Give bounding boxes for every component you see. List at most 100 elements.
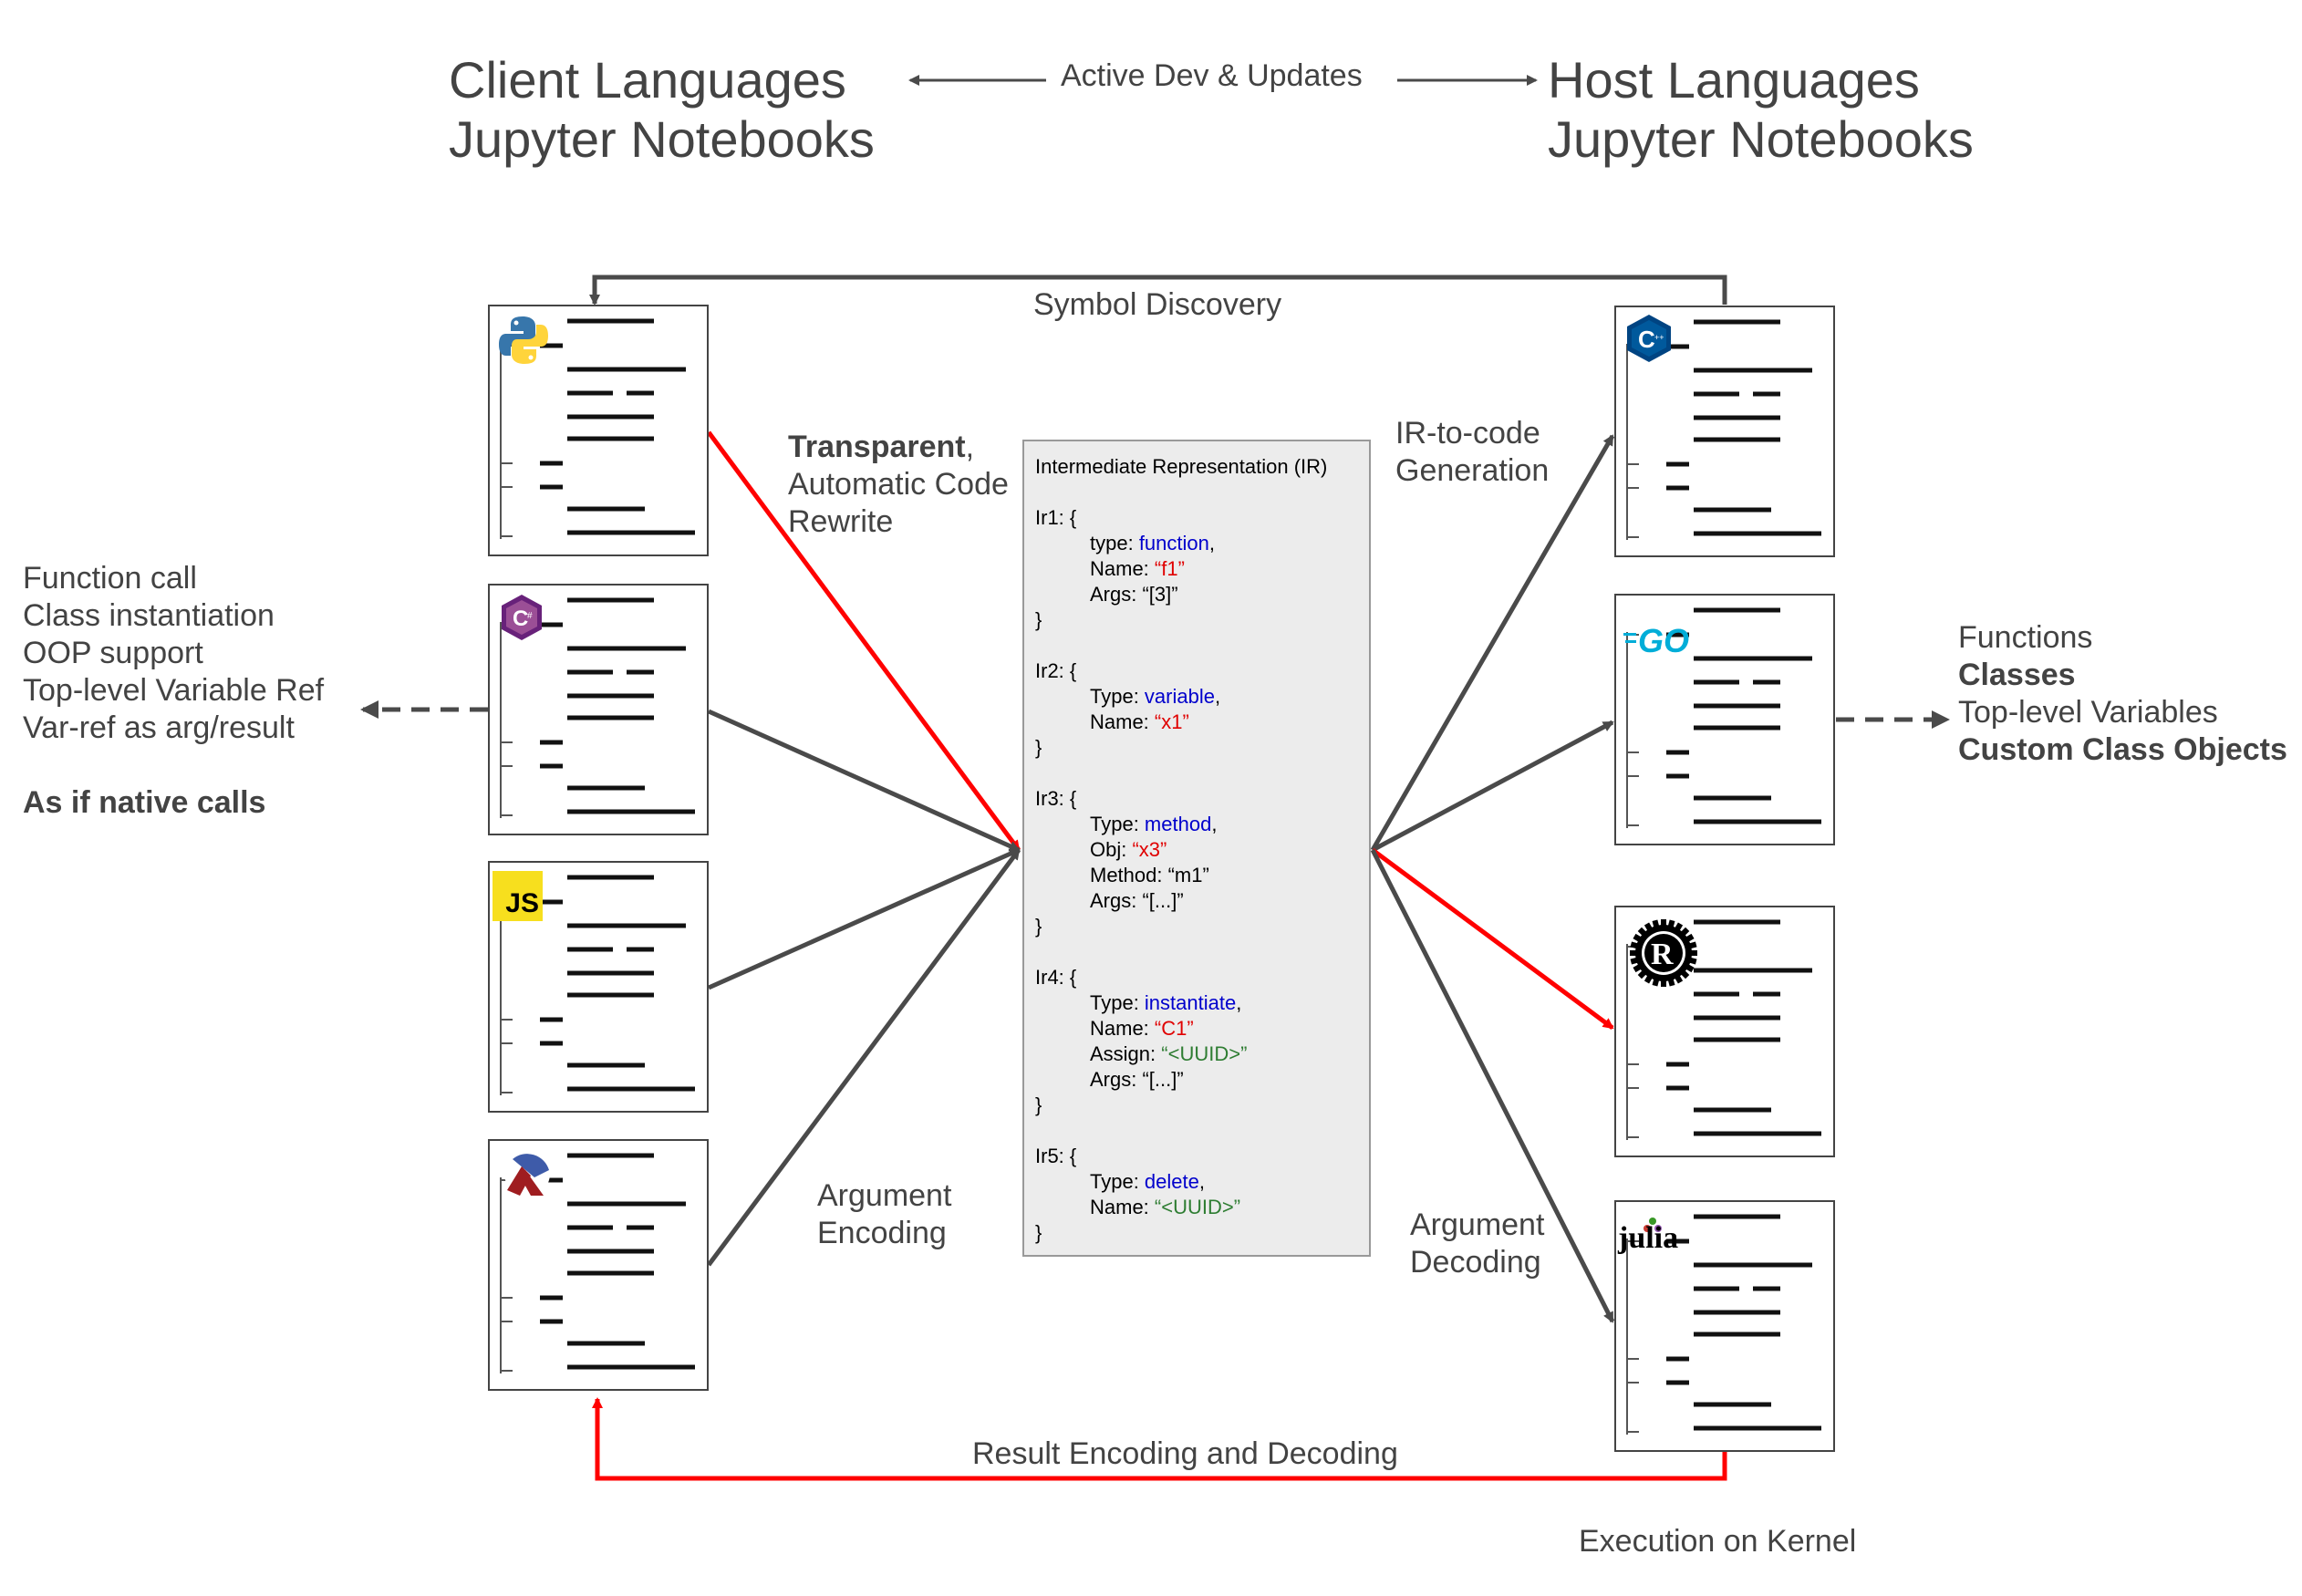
ir-to-code-line1: IR-to-code <box>1395 416 1540 451</box>
code-tree-guide <box>500 343 513 539</box>
gear-tooth <box>1630 957 1639 965</box>
julia-icon: julia <box>1616 1214 1689 1259</box>
ir-field: Name: “f1” <box>1090 557 1185 580</box>
arg-decoding-line2: Decoding <box>1410 1245 1541 1280</box>
gear-tooth <box>1661 919 1666 927</box>
ir-field: Type: instantiate, <box>1090 991 1242 1014</box>
ir-field: Method: “m1” <box>1090 864 1209 886</box>
feature-top-level-variables: Top-level Variables <box>1958 695 2218 730</box>
ir-field: type: function, <box>1090 532 1215 554</box>
rust-notebook <box>1614 906 1835 1157</box>
gear-tooth <box>1652 978 1660 987</box>
ir-block-close: } <box>1035 915 1042 938</box>
host-title-line2: Jupyter Notebooks <box>1548 110 1974 168</box>
ir-block-open: Ir1: { <box>1035 506 1077 529</box>
ir-block-open: Ir2: { <box>1035 659 1077 682</box>
gear-tooth <box>1674 974 1684 984</box>
ir-to-julia-arrow <box>1370 848 1615 1323</box>
feature-oop-support: OOP support <box>23 636 203 670</box>
ir-blocks: Ir1: { type: function, Name: “f1” Args: “[3… <box>1035 505 1369 1246</box>
python-to-ir-arrow <box>706 430 1021 852</box>
execution-on-kernel-label: Execution on Kernel <box>1579 1524 1857 1559</box>
gear-tooth <box>1661 979 1666 987</box>
svg-text:R: R <box>1651 938 1674 971</box>
ir-block-open: Ir5: { <box>1035 1145 1077 1167</box>
result-encoding-label: Result Encoding and Decoding <box>972 1436 1398 1471</box>
code-tree-guide <box>1626 632 1639 828</box>
gear-tooth <box>1674 922 1684 932</box>
ir-block-close: } <box>1035 1221 1042 1244</box>
symbol-discovery-arrow <box>589 275 1727 306</box>
code-tree-guide <box>500 899 513 1095</box>
arg-decoding-line1: Argument <box>1410 1207 1545 1242</box>
feature-var-ref: Var-ref as arg/result <box>23 710 295 745</box>
csharp-to-ir-arrow <box>707 709 1021 853</box>
gear-tooth <box>1685 933 1695 943</box>
code-tree-guide <box>500 1177 513 1373</box>
gear-tooth <box>1680 969 1690 979</box>
symbol-discovery-label: Symbol Discovery <box>1033 287 1282 322</box>
transparent-comma: , <box>965 430 975 464</box>
gear-tooth <box>1630 941 1639 949</box>
ir-block-close: } <box>1035 1093 1042 1116</box>
svg-text:#: # <box>527 611 533 621</box>
rewrite-label: Rewrite <box>788 504 894 539</box>
left-features-list: Function call Class instantiation OOP su… <box>23 560 324 822</box>
ir-field: Args: “[3]” <box>1090 583 1178 606</box>
ir-block-open: Ir3: { <box>1035 787 1077 810</box>
gear-tooth <box>1688 941 1697 949</box>
gear-tooth <box>1688 957 1697 965</box>
ir-field: Type: variable, <box>1090 685 1221 708</box>
gear-tooth <box>1680 927 1690 937</box>
js-to-ir-arrow <box>707 847 1021 990</box>
ir-field: Args: “[...]” <box>1090 1068 1184 1091</box>
ir-field: Type: delete, <box>1090 1170 1205 1193</box>
ir-to-rust-arrow <box>1371 847 1614 1031</box>
code-tree-guide <box>1626 344 1639 540</box>
active-dev-label: Active Dev & Updates <box>1061 58 1363 93</box>
ir-panel: Intermediate Representation (IR) Ir1: { t… <box>1022 440 1371 1257</box>
ir-field: Name: “<UUID>” <box>1090 1196 1241 1218</box>
gear-tooth <box>1637 969 1647 979</box>
ir-to-code-line2: Generation <box>1395 453 1550 488</box>
racket-icon <box>504 1151 550 1197</box>
ir-title: Intermediate Representation (IR) <box>1035 455 1328 478</box>
javascript-icon: JS <box>493 871 543 921</box>
gear-tooth <box>1633 963 1643 973</box>
feature-functions: Functions <box>1958 620 2093 655</box>
csharp-icon: C # <box>502 595 542 640</box>
gear-tooth <box>1630 950 1637 956</box>
feature-top-level-variable-ref: Top-level Variable Ref <box>23 673 325 708</box>
ir-to-cpp-arrow <box>1370 434 1615 852</box>
code-tree-guide <box>500 622 513 818</box>
ir-field: Assign: “<UUID>” <box>1090 1042 1248 1065</box>
ir-field: Name: “x1” <box>1090 710 1189 733</box>
host-title-line1: Host Languages <box>1548 51 1920 109</box>
svg-text:C: C <box>1638 326 1655 353</box>
result-encoding-arrow <box>592 1397 1727 1481</box>
gear-tooth <box>1690 950 1697 956</box>
gear-tooth <box>1633 933 1643 943</box>
gear-tooth <box>1667 919 1675 928</box>
ir-block-open: Ir4: { <box>1035 966 1077 989</box>
ir-field: Type: method, <box>1090 813 1218 835</box>
client-title-line2: Jupyter Notebooks <box>449 110 875 168</box>
gear-tooth <box>1644 974 1654 984</box>
feature-function-call: Function call <box>23 561 197 596</box>
feature-classes: Classes <box>1958 658 2076 692</box>
argument-encoding-label: Argument Encoding <box>817 1177 951 1252</box>
svg-text:++: ++ <box>1654 333 1664 342</box>
argument-decoding-label: Argument Decoding <box>1410 1207 1544 1281</box>
cpp-icon: C ++ <box>1627 315 1671 362</box>
ir-block-close: } <box>1035 736 1042 759</box>
ir-field: Obj: “x3” <box>1090 838 1167 861</box>
code-tree-guide <box>1626 1238 1639 1435</box>
gear-tooth <box>1685 963 1695 973</box>
gear-tooth <box>1644 922 1654 932</box>
julia-notebook <box>1614 1200 1835 1452</box>
rust-icon: R <box>1630 919 1697 987</box>
gear-tooth <box>1667 978 1675 987</box>
client-languages-title: Client Languages Jupyter Notebooks <box>449 50 875 169</box>
ir-field: Args: “[...]” <box>1090 889 1184 912</box>
